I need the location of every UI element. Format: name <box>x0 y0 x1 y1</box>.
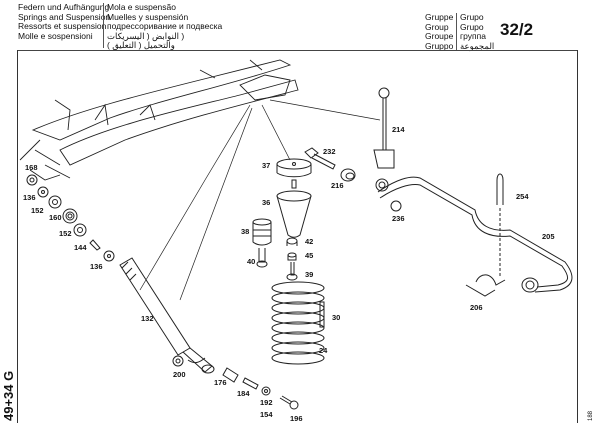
part-label-176: 176 <box>214 378 227 387</box>
title-de: Federn und Aufhängung <box>18 2 110 12</box>
part-label-168: 168 <box>25 163 38 172</box>
group-separator <box>456 13 457 51</box>
part-label-236: 236 <box>392 214 405 223</box>
part-label-184: 184 <box>237 389 250 398</box>
part-label-30: 30 <box>332 313 341 322</box>
group-block-right: Grupo Grupo группа المجموعة <box>460 12 495 51</box>
part-label-154: 154 <box>260 410 273 419</box>
group-label-ru: группа <box>460 31 486 41</box>
shock-absorber <box>119 257 215 374</box>
frame-left-border <box>17 50 18 423</box>
part-label-232: 232 <box>323 147 336 156</box>
title-pt: Mola e suspensão <box>107 2 176 12</box>
stabilizer-link <box>373 87 402 212</box>
part-label-152-lower: 152 <box>59 229 72 238</box>
title-ar-1: ( النوابض ( اليسريكات <box>107 30 185 41</box>
stabilizer-bar <box>377 173 573 297</box>
frame-right-border <box>577 50 578 423</box>
part-label-36: 36 <box>262 198 271 207</box>
part-label-205: 205 <box>542 232 555 241</box>
title-block-left: Federn und Aufhängung Springs and Suspen… <box>18 2 111 41</box>
part-label-216: 216 <box>331 181 344 190</box>
leader-lines <box>139 99 381 301</box>
part-label-192: 192 <box>260 398 273 407</box>
title-it: Molle e sospensioni <box>18 30 93 41</box>
group-label-de: Gruppe <box>425 12 454 22</box>
group-label-es: Grupo <box>460 21 484 32</box>
title-block-right: Mola e suspensão Muelles y suspensión по… <box>107 2 223 51</box>
part-label-206: 206 <box>470 303 483 312</box>
group-label-ar: المجموعة <box>460 40 495 51</box>
title-ru: подрессоривание и подвеска <box>107 21 223 31</box>
bump-stop-assembly <box>252 158 312 281</box>
part-label-160: 160 <box>49 213 62 222</box>
left-bushing-stack <box>26 174 115 262</box>
part-label-136-lower: 136 <box>90 262 103 271</box>
part-label-38: 38 <box>241 227 250 236</box>
part-label-40: 40 <box>247 257 256 266</box>
part-label-136-upper: 136 <box>23 193 36 202</box>
group-block-left: Gruppe Group Groupe Gruppo <box>425 12 454 51</box>
chassis-frame <box>19 59 299 181</box>
part-label-196: 196 <box>290 414 303 423</box>
group-label-pt: Grupo <box>460 12 484 22</box>
part-label-200: 200 <box>173 370 186 379</box>
title-fr: Ressorts et suspension <box>18 21 107 31</box>
part-label-39: 39 <box>305 270 314 279</box>
part-label-214: 214 <box>392 125 405 134</box>
part-label-254: 254 <box>516 192 529 201</box>
group-number: 32/2 <box>500 20 534 39</box>
part-label-152-upper: 152 <box>31 206 44 215</box>
group-label-fr: Groupe <box>425 31 454 41</box>
lower-shock-hardware <box>172 355 299 410</box>
part-label-37: 37 <box>262 161 271 170</box>
group-label-it: Gruppo <box>425 40 454 51</box>
title-en: Springs and Suspension <box>18 11 111 22</box>
group-label-en: Group <box>425 21 449 32</box>
title-ar-2: والتحميل ( التعليق ) <box>107 40 175 50</box>
title-separator <box>103 3 104 48</box>
title-es: Muelles y suspensión <box>107 11 189 22</box>
part-label-144: 144 <box>74 243 87 252</box>
frame-top-border <box>17 50 577 51</box>
part-label-24: 24 <box>319 346 328 355</box>
part-label-45: 45 <box>305 251 314 260</box>
coil-spring <box>271 281 325 365</box>
part-label-132: 132 <box>141 314 154 323</box>
bolt-and-bushing <box>304 147 356 182</box>
part-label-42: 42 <box>305 237 314 246</box>
